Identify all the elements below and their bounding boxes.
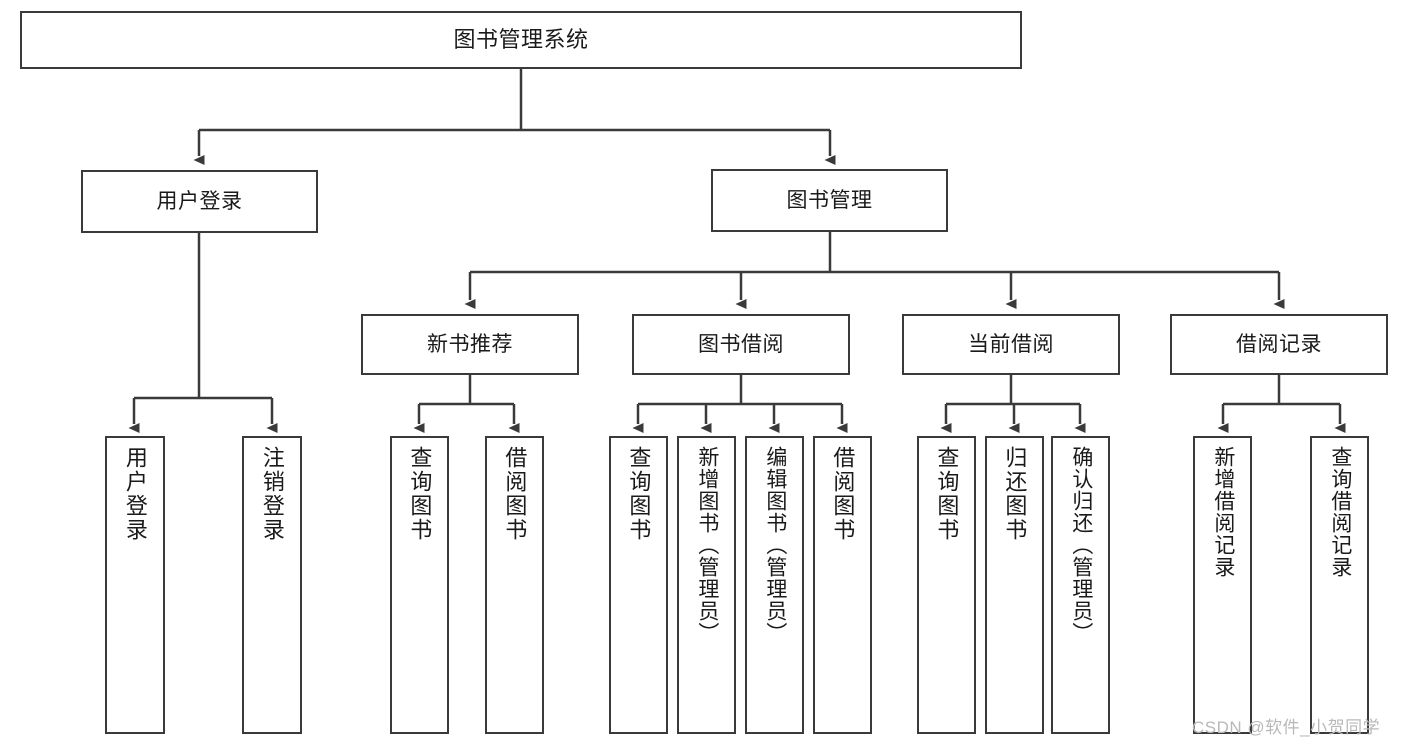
node-label: 新书推荐 xyxy=(427,332,513,356)
leaf-recommend-query-book[interactable]: 查询图书 xyxy=(390,436,449,734)
node-label: 编辑图书（管理员） xyxy=(763,446,787,644)
node-label: 查询图书 xyxy=(934,446,960,542)
node-label: 用户登录 xyxy=(122,446,148,542)
node-label: 新增借阅记录 xyxy=(1211,446,1235,578)
node-root-system[interactable]: 图书管理系统 xyxy=(20,11,1022,69)
node-label: 借阅图书 xyxy=(830,446,856,542)
leaf-borrow-query-book[interactable]: 查询图书 xyxy=(609,436,668,734)
node-label: 借阅图书 xyxy=(502,446,528,542)
leaf-current-confirm-return-admin[interactable]: 确认归还（管理员） xyxy=(1051,436,1110,734)
leaf-user-login-login[interactable]: 用户登录 xyxy=(105,436,165,734)
leaf-recommend-borrow-book[interactable]: 借阅图书 xyxy=(485,436,544,734)
node-borrow-record[interactable]: 借阅记录 xyxy=(1170,314,1388,375)
leaf-borrow-borrow-book[interactable]: 借阅图书 xyxy=(813,436,872,734)
node-book-management[interactable]: 图书管理 xyxy=(711,169,948,232)
node-current-borrow[interactable]: 当前借阅 xyxy=(902,314,1120,375)
node-label: 归还图书 xyxy=(1002,446,1028,542)
node-label: 当前借阅 xyxy=(968,332,1054,356)
leaf-current-query-book[interactable]: 查询图书 xyxy=(917,436,976,734)
node-new-book-recommend[interactable]: 新书推荐 xyxy=(361,314,579,375)
node-label: 借阅记录 xyxy=(1236,332,1322,356)
leaf-record-query-record[interactable]: 查询借阅记录 xyxy=(1310,436,1369,734)
node-label: 图书管理系统 xyxy=(453,26,589,52)
csdn-watermark: CSDN @软件_小贺同学 xyxy=(1192,718,1381,737)
leaf-record-add-record[interactable]: 新增借阅记录 xyxy=(1193,436,1252,734)
node-label: 新增图书（管理员） xyxy=(695,446,719,644)
node-label: 用户登录 xyxy=(156,189,243,213)
leaf-borrow-edit-book-admin[interactable]: 编辑图书（管理员） xyxy=(745,436,804,734)
node-label: 查询图书 xyxy=(626,446,652,542)
node-label: 图书管理 xyxy=(786,188,873,212)
node-label: 确认归还（管理员） xyxy=(1069,446,1093,644)
leaf-user-login-logout[interactable]: 注销登录 xyxy=(242,436,302,734)
node-user-login[interactable]: 用户登录 xyxy=(81,170,318,233)
node-label: 注销登录 xyxy=(259,446,285,542)
leaf-borrow-add-book-admin[interactable]: 新增图书（管理员） xyxy=(677,436,736,734)
node-book-borrow[interactable]: 图书借阅 xyxy=(632,314,850,375)
node-label: 查询借阅记录 xyxy=(1328,446,1352,578)
leaf-current-return-book[interactable]: 归还图书 xyxy=(985,436,1044,734)
node-label: 图书借阅 xyxy=(698,332,784,356)
node-label: 查询图书 xyxy=(407,446,433,542)
